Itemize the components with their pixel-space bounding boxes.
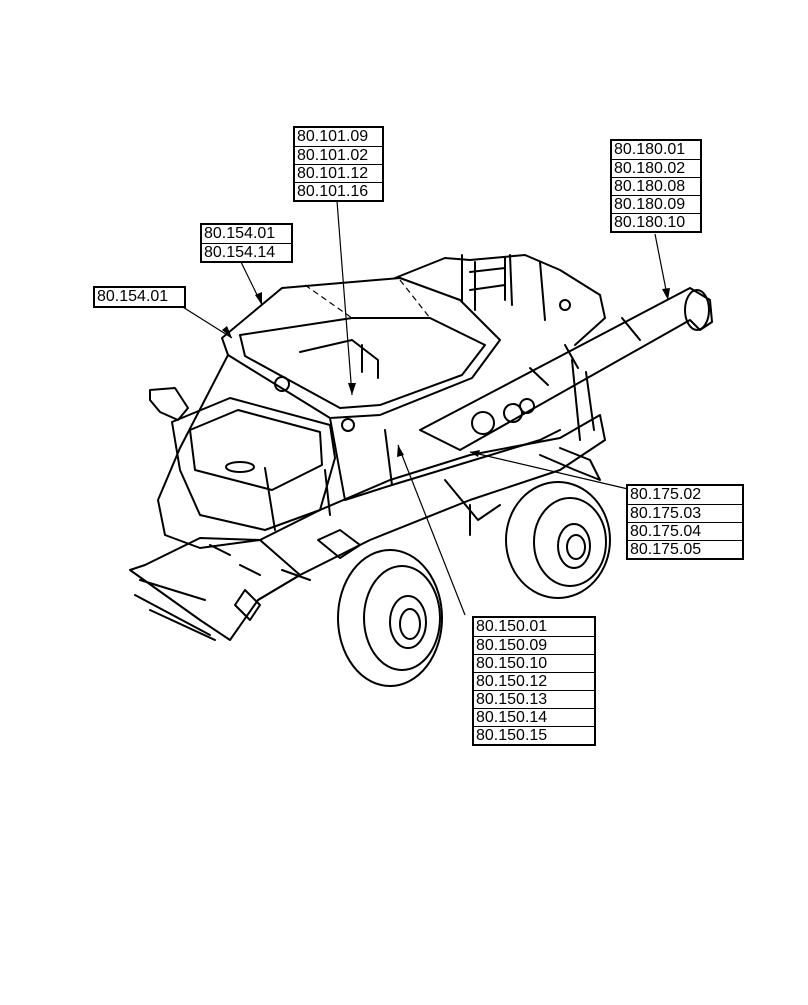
front-wheel — [337, 549, 443, 687]
part-number-label: 80.180.02 — [612, 159, 700, 177]
rear-wheel — [505, 481, 611, 599]
part-number-label: 80.154.01 — [97, 288, 169, 305]
part-number-label: 80.150.14 — [474, 708, 594, 726]
part-number-label: 80.150.09 — [474, 636, 594, 654]
part-number-label: 80.150.12 — [474, 672, 594, 690]
feeder-house — [129, 537, 301, 641]
part-number-label: 80.180.08 — [612, 177, 700, 195]
part-number-label: 80.150.15 — [474, 726, 594, 744]
part-number-label: 80.180.09 — [612, 195, 700, 213]
part-number-label: 80.180.01 — [614, 141, 686, 158]
callout-80-154-single: 80.154.01 — [93, 286, 186, 308]
grain-tank — [221, 277, 501, 419]
grain-tank-inner — [239, 317, 486, 409]
machine-body — [157, 354, 606, 601]
part-number-label: 80.150.01 — [476, 618, 548, 635]
part-number-label: 80.175.05 — [628, 540, 742, 558]
cab — [171, 397, 336, 531]
part-number-label: 80.154.01 — [204, 225, 276, 242]
part-number-label: 80.101.02 — [295, 146, 382, 164]
part-number-label: 80.175.03 — [628, 504, 742, 522]
part-number-label: 80.154.14 — [202, 243, 291, 261]
part-number-label: 80.101.09 — [297, 128, 369, 145]
engine-deck — [394, 254, 606, 346]
part-number-label: 80.150.13 — [474, 690, 594, 708]
unloading-auger — [419, 287, 713, 451]
part-number-label: 80.175.02 — [630, 486, 702, 503]
part-number-label: 80.101.12 — [295, 164, 382, 182]
leader-arrowheads — [222, 288, 670, 457]
part-number-label: 80.180.10 — [612, 213, 700, 231]
part-number-label: 80.175.04 — [628, 522, 742, 540]
part-number-label: 80.101.16 — [295, 182, 382, 200]
part-number-label: 80.150.10 — [474, 654, 594, 672]
